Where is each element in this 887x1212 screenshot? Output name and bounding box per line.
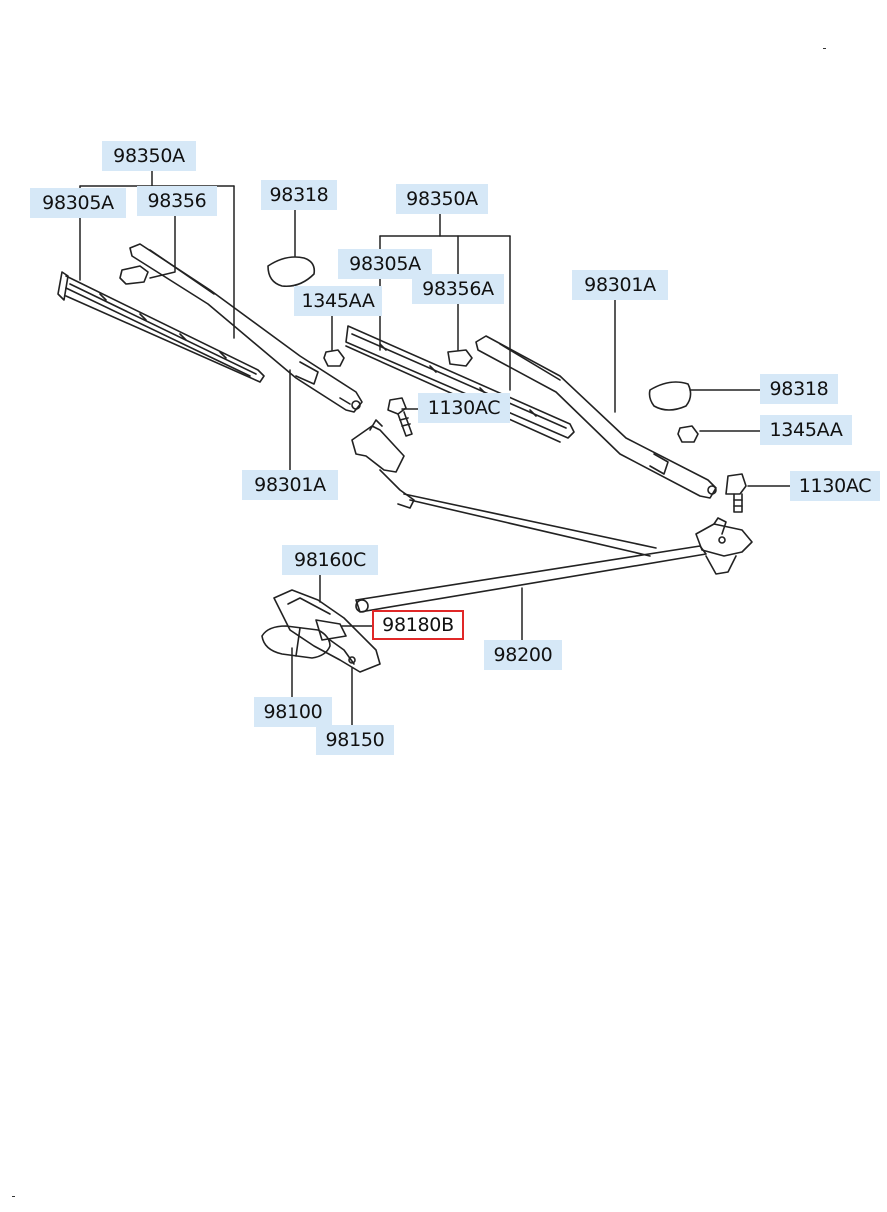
part-label-1345AA-left[interactable]: 1345AA (294, 286, 382, 316)
part-label-98318-left[interactable]: 98318 (261, 180, 337, 210)
right-clip-98356A (447, 349, 473, 367)
corner-speck-top (823, 48, 826, 49)
part-label-98350A-left[interactable]: 98350A (102, 141, 196, 171)
part-label-98301A-right[interactable]: 98301A (572, 270, 668, 300)
part-label-98301A-left[interactable]: 98301A (242, 470, 338, 500)
part-label-98150[interactable]: 98150 (316, 725, 394, 755)
motor-bracket (273, 589, 381, 673)
part-label-1130AC-upper[interactable]: 1130AC (418, 393, 510, 423)
left-cap-98318 (267, 256, 316, 288)
left-wiper-blade (57, 271, 265, 383)
right-cap-98318 (648, 381, 692, 411)
part-label-98318-right[interactable]: 98318 (760, 374, 838, 404)
part-label-98180B-highlighted[interactable]: 98180B (372, 610, 464, 640)
left-clip-98356 (119, 265, 149, 285)
corner-speck-bottom (12, 1196, 15, 1197)
right-nut-1345AA (677, 425, 699, 443)
wiper-motor (261, 619, 347, 659)
right-bolt-1130AC (725, 473, 747, 513)
upper-bolt-1130AC (387, 397, 413, 437)
part-label-98160C[interactable]: 98160C (282, 545, 378, 575)
left-nut-1345AA (323, 349, 345, 367)
part-label-98350A-right[interactable]: 98350A (396, 184, 488, 214)
part-label-98356A-right[interactable]: 98356A (412, 274, 504, 304)
part-label-98200[interactable]: 98200 (484, 640, 562, 670)
left-wiper-arm (129, 243, 363, 413)
linkage-98200 (351, 419, 753, 613)
right-wiper-arm (475, 335, 717, 499)
part-label-1345AA-right[interactable]: 1345AA (760, 415, 852, 445)
part-label-98100[interactable]: 98100 (254, 697, 332, 727)
part-label-1130AC-right[interactable]: 1130AC (790, 471, 880, 501)
part-label-98356-left[interactable]: 98356 (137, 186, 217, 216)
part-label-98305A-left[interactable]: 98305A (30, 188, 126, 218)
leader-lines (79, 169, 791, 726)
